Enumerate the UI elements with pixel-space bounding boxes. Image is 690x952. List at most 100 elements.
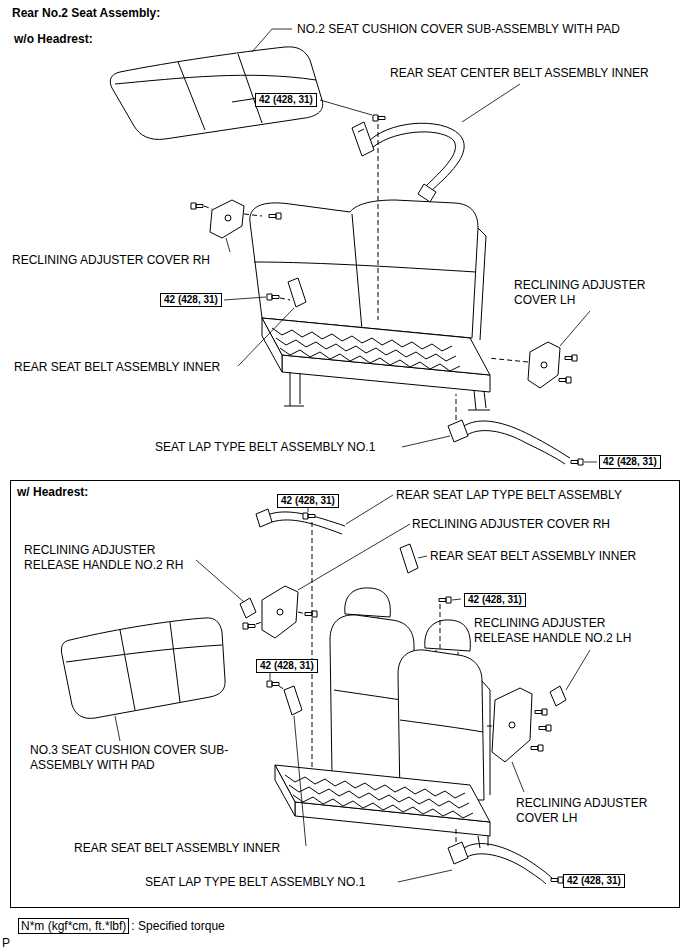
assembly-line [488, 358, 528, 362]
assembly-line [204, 124, 528, 420]
leader-line [224, 297, 266, 300]
torque-value: 42 (428, 31) [164, 294, 218, 306]
seat-no-headrest [571, 459, 583, 465]
seat-with-headrest [275, 765, 490, 822]
part-label: REAR SEAT CENTER BELT ASSEMBLY INNER [390, 66, 649, 81]
seat-with-headrest [398, 650, 484, 800]
assembly-line [279, 686, 285, 690]
unit-text: N*m (kgf*cm, ft.*lbf) [21, 919, 126, 933]
assembly-line [204, 206, 262, 216]
seat-with-headrest [345, 588, 391, 617]
part-label: SEAT LAP TYPE BELT ASSEMBLY NO.1 [155, 440, 375, 455]
seat-with-headrest [492, 688, 532, 762]
seat-with-headrest [66, 622, 222, 710]
torque-spec-box: 42 (428, 31) [599, 455, 661, 469]
seat-with-headrest [262, 586, 298, 638]
seat-with-headrest [509, 722, 515, 728]
seat-with-headrest [270, 512, 345, 534]
seat-no-headrest [418, 184, 436, 202]
seat-no-headrest [284, 372, 490, 410]
assembly-line [378, 124, 379, 320]
seat-with-headrest [305, 611, 317, 617]
seat-no-headrest [528, 342, 560, 388]
part-label: RECLINING ADJUSTER COVER LH [516, 796, 670, 826]
leader-line [298, 524, 410, 590]
leader-line [226, 238, 230, 252]
assembly-line [256, 522, 492, 842]
seat-with-headrest [277, 609, 283, 615]
seat-no-headrest [262, 318, 490, 375]
assembly-line [440, 604, 441, 650]
torque-spec-box: 42 (428, 31) [464, 593, 526, 607]
seat-no-headrest [448, 420, 468, 442]
seat-no-headrest [288, 278, 306, 307]
seat-no-headrest [373, 115, 385, 121]
torque-value: 42 (428, 31) [281, 495, 335, 507]
leader-line [462, 84, 520, 122]
leader-line [346, 495, 393, 524]
part-label: NO.3 SEAT CUSHION COVER SUB-ASSEMBLY WIT… [30, 743, 230, 773]
leader-line [294, 716, 306, 846]
leader-line [398, 870, 452, 882]
torque-spec-box: 42 (428, 31) [255, 93, 317, 107]
seat-no-headrest [358, 129, 364, 132]
seat-with-headrest [285, 775, 465, 798]
seat-no-headrest [191, 203, 203, 209]
leader-line [566, 650, 590, 690]
seat-no-headrest [559, 377, 571, 383]
part-label: RECLINING ADJUSTER COVER LH [514, 278, 666, 308]
assembly-line [312, 522, 313, 770]
assembly-line [456, 828, 457, 842]
torque-spec-box: 42 (428, 31) [277, 494, 339, 508]
part-label: RECLINING ADJUSTER COVER RH [12, 253, 210, 268]
seat-no-headrest [267, 294, 279, 300]
legend-text: : Specified torque [131, 919, 224, 934]
assembly-line [280, 298, 290, 300]
leader-line [270, 673, 271, 680]
leader-line [320, 100, 372, 115]
torque-value: 42 (428, 31) [259, 94, 313, 106]
part-label: NO.2 SEAT CUSHION COVER SUB-ASSEMBLY WIT… [297, 22, 620, 37]
torque-value: 42 (428, 31) [468, 594, 522, 606]
part-label: REAR SEAT BELT ASSEMBLY INNER [14, 360, 220, 375]
seat-with-headrest [550, 686, 566, 706]
leader-line [252, 29, 292, 52]
seat-no-headrest [464, 421, 570, 464]
seat-with-headrest [400, 544, 418, 573]
part-label: SEAT LAP TYPE BELT ASSEMBLY NO.1 [145, 875, 365, 890]
seat-no-headrest [269, 213, 281, 219]
leader-line [418, 556, 427, 558]
seat-no-headrest [210, 200, 244, 238]
unit-legend-box: N*m (kgf*cm, ft.*lbf) [18, 918, 129, 934]
diagram-title: Rear No.2 Seat Assembly: [12, 6, 160, 21]
seat-with-headrest [439, 597, 451, 603]
leader-line [238, 308, 294, 366]
leader-line [224, 29, 597, 462]
seat-with-headrest [400, 681, 490, 795]
seat-with-headrest [425, 620, 471, 651]
leader-line [512, 762, 524, 792]
leader-line [115, 716, 120, 741]
torque-value: 42 (428, 31) [603, 456, 657, 468]
seat-no-headrest [225, 215, 231, 221]
seat-no-headrest [280, 348, 460, 371]
leader-line [402, 436, 450, 447]
seat-with-headrest [551, 877, 563, 883]
seat-no-headrest [541, 362, 547, 368]
seat-with-headrest [448, 842, 468, 864]
leader-line [452, 599, 461, 600]
seat-no-headrest [262, 318, 282, 372]
part-label: RECLINING ADJUSTER RELEASE HANDLE NO.2 R… [24, 543, 196, 573]
part-label: REAR SEAT BELT ASSEMBLY INNER [430, 549, 636, 564]
seat-with-headrest [478, 836, 488, 848]
torque-spec-box: 42 (428, 31) [256, 659, 318, 673]
seat-with-headrest [61, 618, 225, 719]
leader-line [196, 560, 244, 602]
leader-line [584, 462, 597, 463]
seat-with-headrest [539, 725, 551, 731]
seat-with-headrest [293, 795, 473, 818]
assembly-line [256, 612, 306, 624]
part-label: REAR SEAT BELT ASSEMBLY INNER [74, 841, 280, 856]
seat-with-headrest [243, 623, 255, 629]
